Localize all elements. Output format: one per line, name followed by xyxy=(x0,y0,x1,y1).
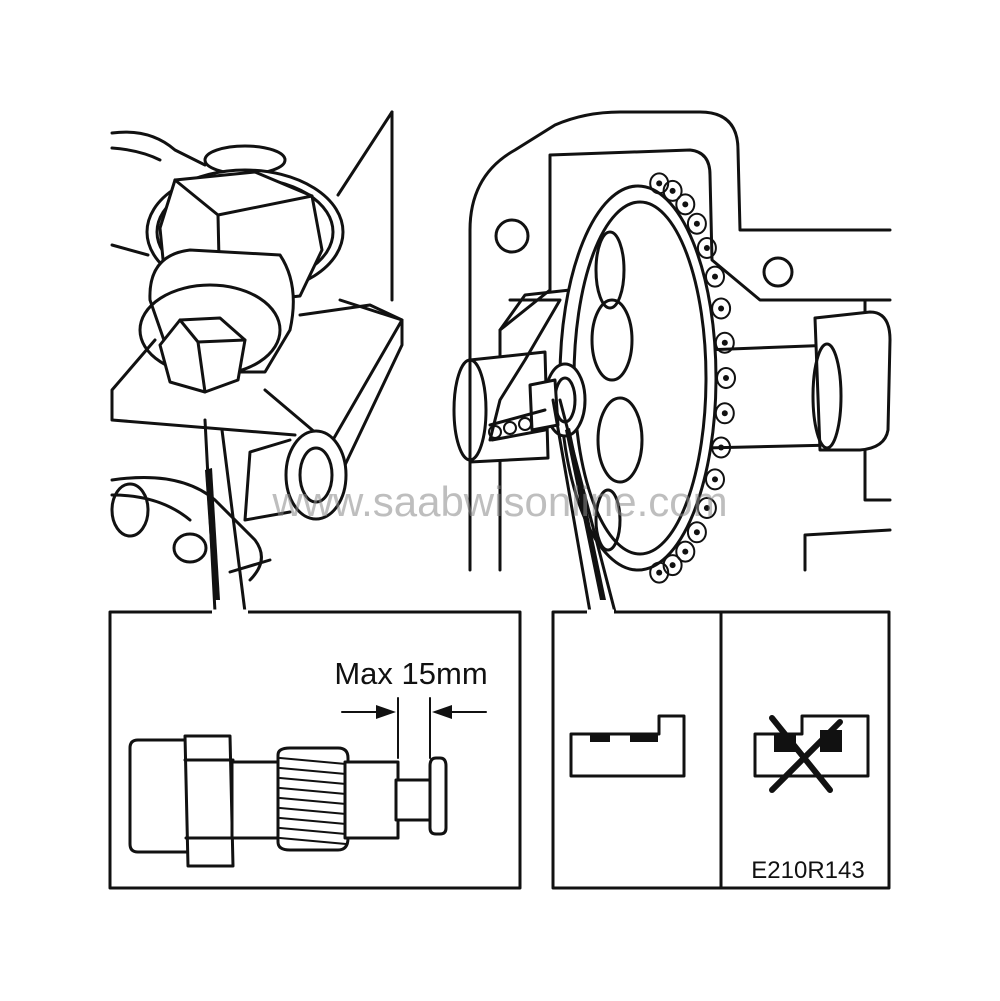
chain-pin xyxy=(682,548,689,555)
chain-pin xyxy=(712,476,718,483)
thread-line xyxy=(279,797,347,805)
thread-line xyxy=(279,767,347,775)
thread-line xyxy=(279,807,347,815)
chain-pin xyxy=(703,245,710,251)
chain-tensioner-illustration xyxy=(110,110,404,614)
chain-link xyxy=(714,331,735,354)
chain-link xyxy=(686,212,707,235)
chain-pin xyxy=(712,273,718,280)
max-length-label: Max 15mm xyxy=(334,656,487,691)
chain-pin xyxy=(721,339,728,346)
chain-pin xyxy=(682,201,689,208)
timing-chain xyxy=(649,172,736,584)
chain-pin xyxy=(656,180,663,187)
chain-link xyxy=(716,367,736,389)
chain-link xyxy=(649,172,670,195)
chain-pin xyxy=(703,505,710,511)
chain-link xyxy=(696,237,717,259)
chain-pin xyxy=(718,305,725,312)
chain-pin xyxy=(693,529,700,536)
thread-line xyxy=(279,777,347,785)
chain-link xyxy=(662,179,683,202)
thread-line xyxy=(279,757,347,765)
watermark: www.saabwisonline.com xyxy=(271,478,727,525)
chain-pin xyxy=(721,410,728,417)
chain-link xyxy=(649,561,670,584)
chain-pin xyxy=(693,220,700,227)
chain-link xyxy=(714,402,735,425)
tensioner-detail-panel xyxy=(108,610,522,890)
chain-pin xyxy=(669,562,676,569)
chain-pin xyxy=(669,187,676,194)
camshaft-sprocket-chain-illustration xyxy=(452,110,892,614)
chain-link xyxy=(675,193,696,216)
chain-pin xyxy=(718,444,725,451)
measurement-dimension xyxy=(341,697,487,759)
incorrect-notch-crossed-icon xyxy=(753,714,870,793)
thread-line xyxy=(279,827,347,835)
chain-pin xyxy=(723,375,729,381)
chain-link xyxy=(705,265,725,288)
correct-notch-icon xyxy=(569,714,686,778)
chain-link xyxy=(675,540,696,563)
thread-line xyxy=(279,787,347,795)
chain-link xyxy=(711,436,732,459)
chain-link xyxy=(705,468,725,491)
chain-link xyxy=(696,497,717,519)
chain-pin xyxy=(656,569,663,576)
figure-code: E210R143 xyxy=(751,857,864,884)
chain-link xyxy=(662,554,683,577)
chain-link xyxy=(686,521,707,544)
thread-line xyxy=(279,837,347,845)
thread-line xyxy=(279,817,347,825)
tensioner-plunger-icon xyxy=(128,734,448,868)
chain-link xyxy=(711,297,732,320)
